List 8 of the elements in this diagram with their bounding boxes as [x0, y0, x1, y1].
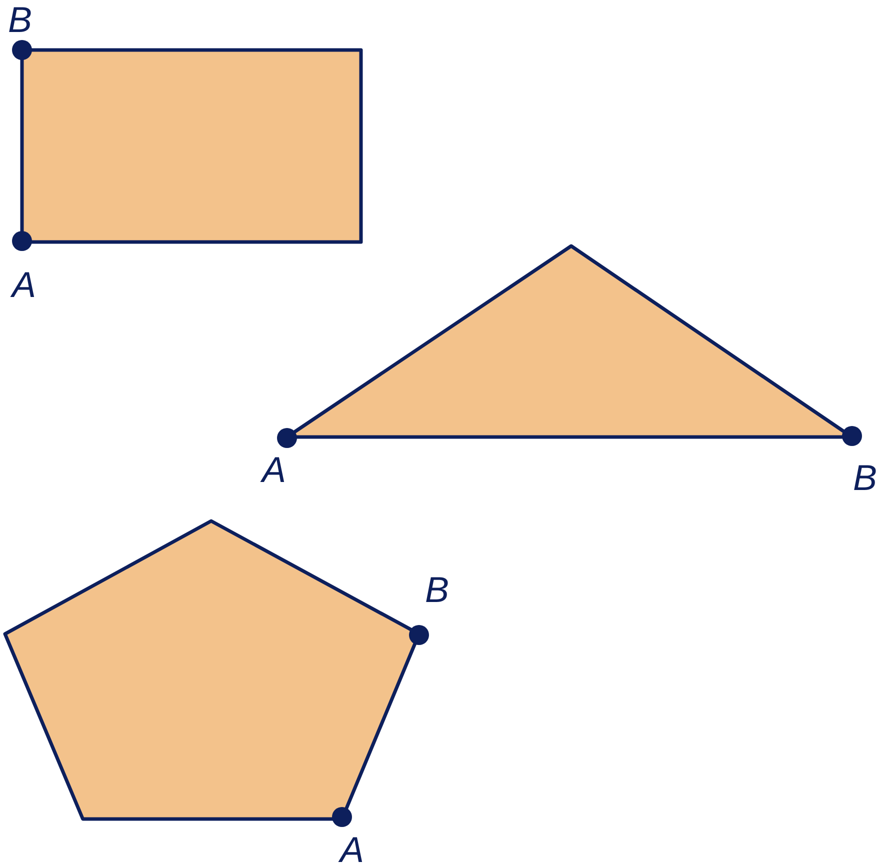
point-label: A: [12, 267, 36, 303]
point-label: A: [340, 832, 364, 867]
point-label: B: [853, 460, 877, 496]
triangle-drawing: [277, 244, 862, 448]
point-label: B: [425, 572, 449, 608]
point-label: A: [262, 452, 286, 488]
point-label: B: [8, 2, 32, 38]
rectangle-drawing: [12, 40, 363, 251]
